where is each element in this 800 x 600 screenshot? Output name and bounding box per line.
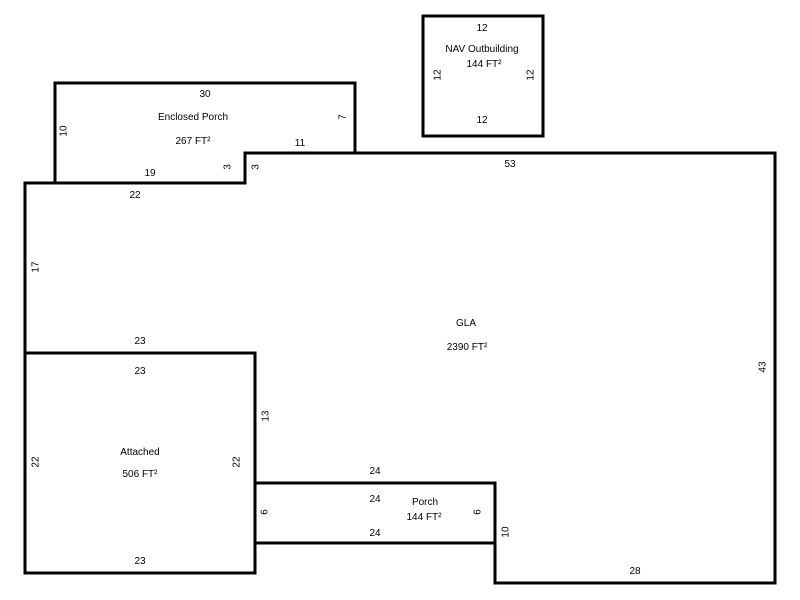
attached-outline [23, 351, 257, 575]
nav-outbuilding-area: 144 FT² [466, 59, 502, 70]
nav-left-dim: 12 [433, 69, 444, 81]
attached-top-dim: 23 [134, 366, 146, 377]
gla-bottom-dim: 28 [629, 566, 641, 577]
gla-area: 2390 FT² [447, 342, 488, 353]
enclosed-top-dim: 30 [199, 89, 211, 100]
nav-top-dim: 12 [476, 23, 488, 34]
attached-area: 506 FT² [122, 469, 158, 480]
attached-label: Attached [120, 447, 159, 458]
enclosed-right-dim: 7 [338, 114, 349, 120]
gla-step-short-dim: 3 [251, 164, 262, 170]
enclosed-porch-outline [53, 81, 357, 185]
attached-bottom-dim: 23 [134, 556, 146, 567]
porch-area: 144 FT² [406, 512, 442, 523]
gla-left-upper-dim: 17 [31, 261, 42, 273]
porch-bottom-dim: 24 [369, 528, 381, 539]
enclosed-step-dim: 3 [223, 164, 234, 170]
enclosed-porch-label: Enclosed Porch [158, 112, 228, 123]
nav-outbuilding-label: NAV Outbuilding [445, 44, 518, 55]
nav-right-dim: 12 [526, 69, 537, 81]
enclosed-porch-area: 267 FT² [175, 136, 211, 147]
enclosed-bottom-dim: 19 [144, 168, 156, 179]
nav-outbuilding-outline [421, 14, 545, 138]
gla-label: GLA [456, 318, 476, 329]
enclosed-left-dim: 10 [59, 125, 70, 137]
porch-outline [253, 481, 497, 545]
gla-right-dim: 43 [758, 361, 769, 373]
gla-top-dim: 53 [504, 159, 516, 170]
attached-left-dim: 22 [31, 456, 42, 468]
porch-right-dim: 6 [473, 509, 484, 515]
gla-step-top-dim: 22 [129, 190, 141, 201]
porch-left-dim: 6 [260, 509, 271, 515]
porch-top-dim: 24 [369, 494, 381, 505]
gla-attached-side-dim: 13 [261, 410, 272, 422]
enclosed-ledge-dim: 11 [295, 138, 306, 149]
gla-porch-top-dim: 24 [369, 466, 381, 477]
porch-label: Porch [412, 497, 438, 508]
gla-attached-top-dim: 23 [134, 336, 146, 347]
attached-right-dim: 22 [232, 456, 243, 468]
gla-porch-right-dim: 10 [501, 526, 512, 538]
nav-bottom-dim: 12 [476, 115, 488, 126]
